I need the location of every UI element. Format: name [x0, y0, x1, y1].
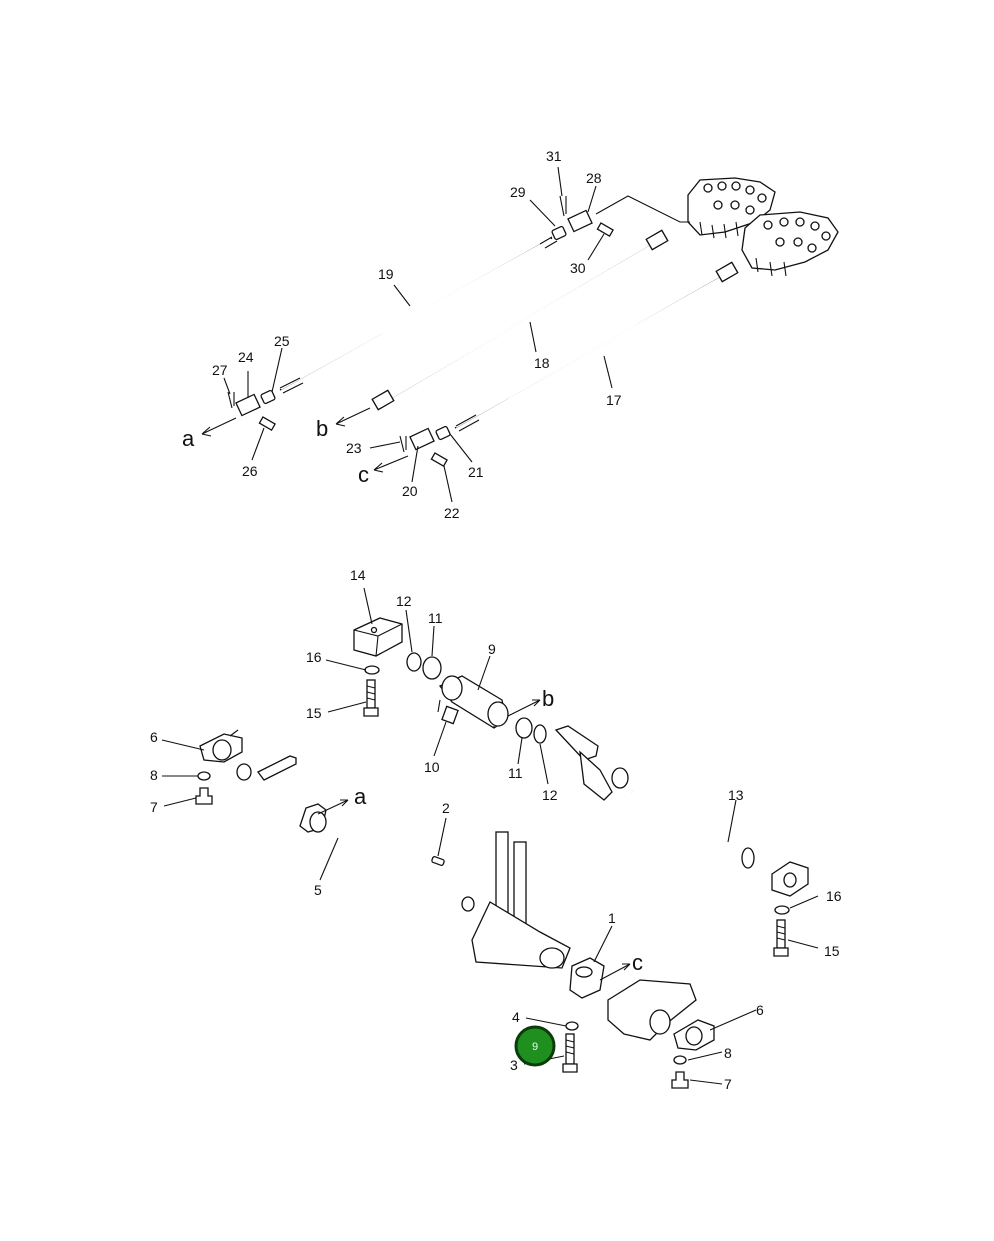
lever-body	[471, 831, 571, 969]
callout-10: 10	[424, 759, 440, 775]
bracket-6-left	[199, 729, 243, 763]
nut-21	[435, 425, 451, 441]
callout-9: 9	[488, 641, 496, 657]
callout-7-left: 7	[150, 799, 158, 815]
callout-31: 31	[546, 148, 562, 164]
callout-28: 28	[586, 170, 602, 186]
callout-1: 1	[608, 910, 616, 926]
arrow-a-top	[201, 417, 237, 437]
callout-3: 3	[510, 1057, 518, 1073]
ref-c-top: c	[358, 462, 369, 487]
lever-9	[437, 675, 509, 729]
shaft-5	[236, 755, 475, 912]
bushing-11-bottom	[515, 717, 533, 739]
callout-12-bottom: 12	[542, 787, 558, 803]
bolt-7-right	[671, 1071, 689, 1089]
callout-16-right: 16	[826, 888, 842, 904]
washer-16-left	[364, 665, 380, 675]
bearing-12-bottom	[533, 724, 547, 744]
callout-17: 17	[606, 392, 622, 408]
callout-20: 20	[402, 483, 418, 499]
leaders-bottom	[161, 587, 819, 1085]
arrow-c-bottom	[599, 963, 631, 981]
callout-27: 27	[212, 362, 228, 378]
ref-a-bottom: a	[354, 784, 367, 809]
clevis-28	[567, 209, 593, 233]
nut-25	[260, 389, 276, 405]
cotter-pin-31	[559, 195, 567, 217]
callout-15-right: 15	[824, 943, 840, 959]
callout-15-left: 15	[306, 705, 322, 721]
callout-30: 30	[570, 260, 586, 276]
callout-23: 23	[346, 440, 362, 456]
rod-17	[454, 261, 739, 432]
callout-2: 2	[442, 800, 450, 816]
callout-7-right: 7	[724, 1076, 732, 1092]
callout-22: 22	[444, 505, 460, 521]
valve-leader	[595, 195, 690, 223]
rod-19	[279, 236, 558, 394]
callout-8-right: 8	[724, 1045, 732, 1061]
clevis-20	[409, 427, 435, 451]
block-14	[353, 617, 403, 657]
bolt-15-left	[363, 679, 379, 717]
arrow-a-bottom	[317, 799, 349, 815]
pin-22	[430, 452, 448, 467]
hotspot-marker[interactable]: 9	[514, 1025, 556, 1067]
pin-30	[596, 222, 614, 237]
clevis-24	[235, 393, 261, 417]
callout-5: 5	[314, 882, 322, 898]
callout-24: 24	[238, 349, 254, 365]
washer-8-left	[197, 771, 211, 781]
callout-11-top: 11	[428, 610, 443, 626]
callout-21: 21	[468, 464, 484, 480]
callout-12-top: 12	[396, 593, 412, 609]
callout-11-bottom: 11	[508, 765, 523, 781]
ref-a-top: a	[182, 426, 195, 451]
arrow-b-top	[335, 407, 371, 427]
fitting-10	[441, 705, 459, 725]
callout-6-left: 6	[150, 729, 158, 745]
pin-26	[258, 416, 276, 431]
cotter-pin-27	[227, 391, 235, 409]
bolt-15-right	[773, 919, 789, 957]
nut-29	[551, 225, 567, 241]
shaft-13	[629, 787, 809, 897]
arrow-b-bottom	[507, 699, 541, 717]
bracket-13-arm	[554, 725, 629, 801]
clamp-1	[569, 957, 605, 999]
callout-14: 14	[350, 567, 366, 583]
rod-18	[371, 229, 669, 411]
arrow-c-top	[373, 455, 409, 473]
ref-b-top: b	[316, 416, 328, 441]
callout-6-right: 6	[756, 1002, 764, 1018]
ref-c-bottom: c	[632, 950, 643, 975]
leaders-top	[223, 166, 613, 503]
washer-4	[565, 1021, 579, 1031]
callout-18: 18	[534, 355, 550, 371]
callout-25: 25	[274, 333, 290, 349]
cotter-pin-23	[399, 435, 407, 453]
callout-26: 26	[242, 463, 258, 479]
hotspot-label: 9	[532, 1041, 538, 1053]
washer-8-right	[673, 1055, 687, 1065]
callout-29: 29	[510, 184, 526, 200]
bolt-3	[562, 1033, 578, 1073]
bushing-11-top	[422, 656, 442, 680]
callout-4: 4	[512, 1009, 520, 1025]
washer-16-right	[774, 905, 790, 915]
control-valve-lower	[741, 211, 839, 277]
key-2	[431, 856, 445, 866]
bolt-7-left	[195, 787, 213, 805]
callout-8-left: 8	[150, 767, 158, 783]
callout-16-left: 16	[306, 649, 322, 665]
bearing-12-top	[406, 652, 422, 672]
ref-b-bottom: b	[542, 686, 554, 711]
callout-13: 13	[728, 787, 744, 803]
housing-right	[607, 979, 697, 1041]
bracket-6-right	[673, 1019, 715, 1051]
callout-19: 19	[378, 266, 394, 282]
